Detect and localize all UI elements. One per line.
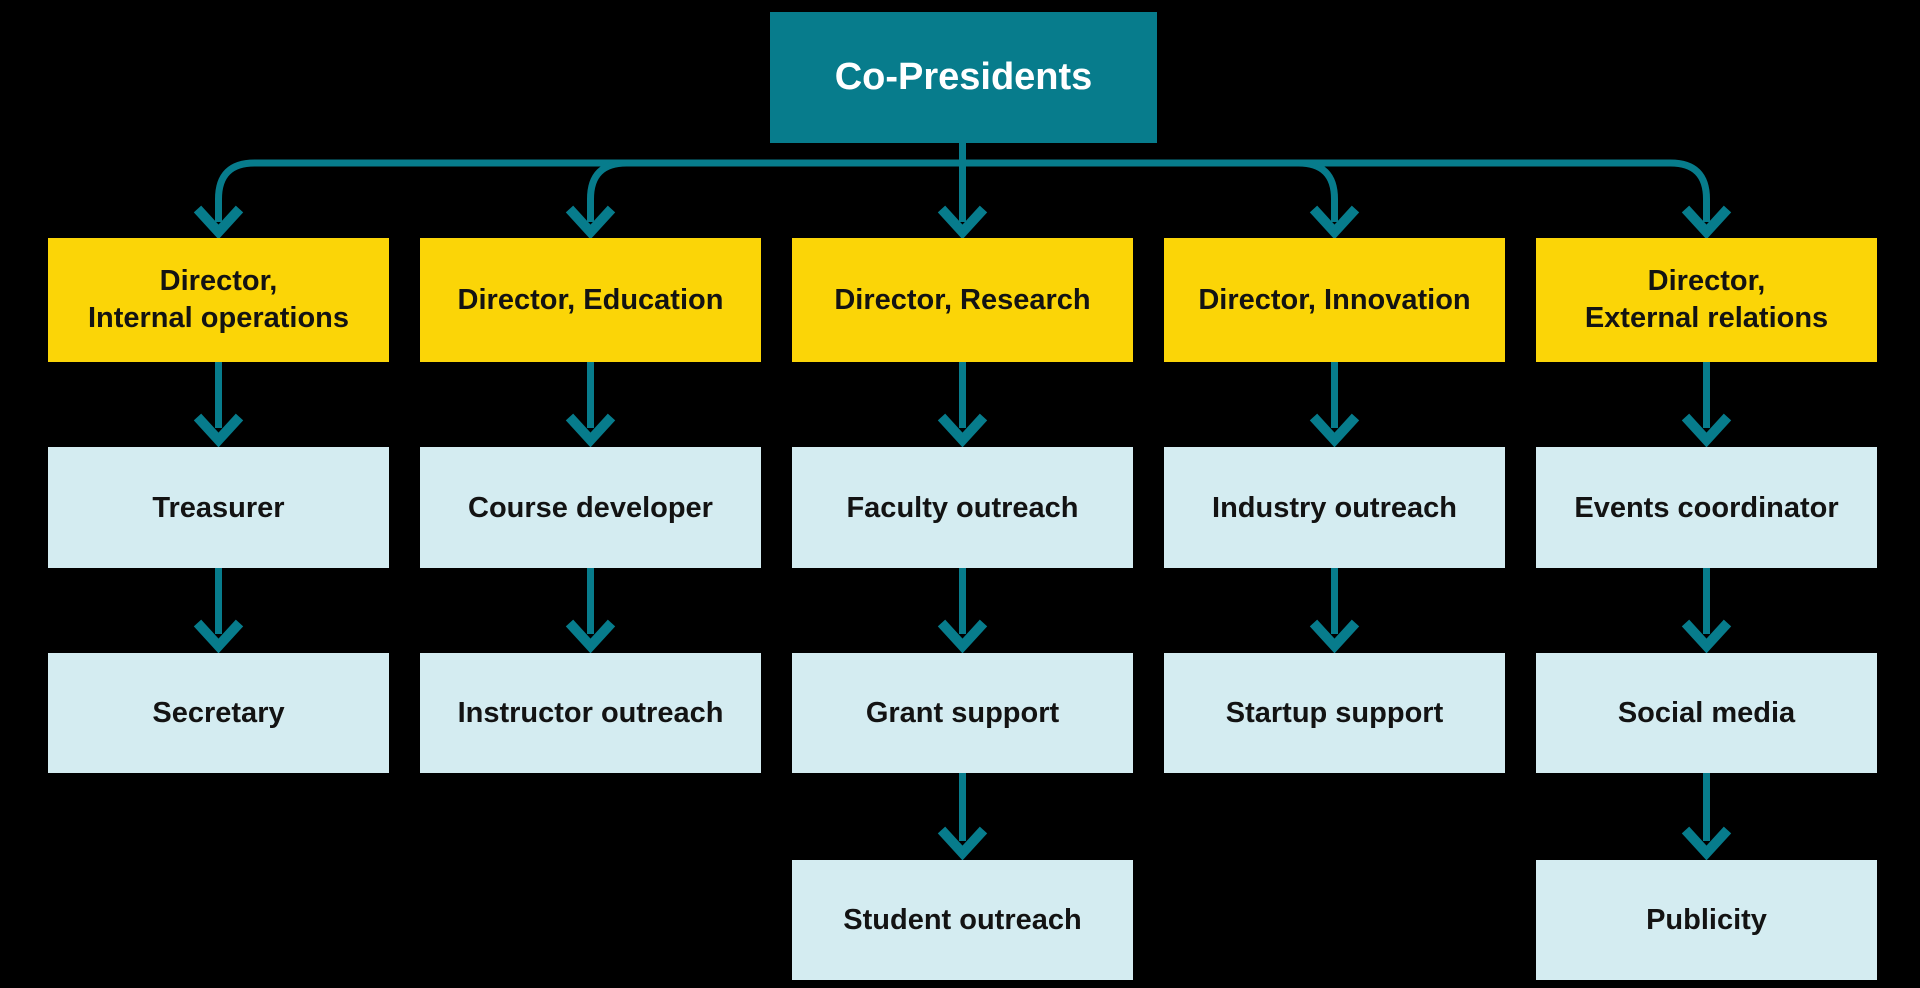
arrowhead-grant-support bbox=[937, 619, 988, 654]
node-director-research: Director, Research bbox=[792, 238, 1133, 362]
node-label-line-2: Internal operations bbox=[87, 302, 350, 334]
node-label: Student outreach bbox=[843, 904, 1082, 936]
node-startup-support: Startup support bbox=[1164, 653, 1505, 773]
node-label: Faculty outreach bbox=[846, 491, 1079, 524]
arrowhead-course-developer bbox=[565, 413, 616, 448]
node-social-media: Social media bbox=[1536, 653, 1877, 773]
arrowhead-startup-support bbox=[1309, 619, 1360, 654]
connector-root-to-innovation bbox=[962, 159, 1338, 222]
node-student-outreach: Student outreach bbox=[792, 860, 1133, 980]
arrowhead-instructor-outreach bbox=[565, 619, 616, 654]
node-publicity: Publicity bbox=[1536, 860, 1877, 980]
node-course-developer: Course developer bbox=[420, 447, 761, 568]
node-label: Course developer bbox=[468, 491, 713, 524]
node-label: Industry outreach bbox=[1212, 491, 1457, 524]
connector-root-to-internal-operations bbox=[215, 159, 963, 222]
arrowhead-director-2 bbox=[565, 205, 616, 240]
arrowhead-director-4 bbox=[1309, 205, 1360, 240]
arrowhead-director-3 bbox=[937, 205, 988, 240]
node-director-internal-operations: Director, Internal operations bbox=[48, 238, 389, 362]
arrowhead-faculty-outreach bbox=[937, 413, 988, 448]
connector-root-to-education bbox=[587, 159, 963, 222]
node-events-coordinator: Events coordinator bbox=[1536, 447, 1877, 568]
node-label: Events coordinator bbox=[1574, 491, 1839, 524]
arrowhead-student-outreach bbox=[937, 826, 988, 861]
node-label: Grant support bbox=[865, 697, 1060, 729]
arrowhead-events-coordinator bbox=[1681, 413, 1732, 448]
node-secretary: Secretary bbox=[48, 653, 389, 773]
arrowhead-industry-outreach bbox=[1309, 413, 1360, 448]
node-label: Secretary bbox=[152, 697, 285, 729]
node-label-line-1: Director, bbox=[159, 265, 278, 297]
arrowhead-publicity bbox=[1681, 826, 1732, 861]
node-label: Treasurer bbox=[152, 491, 285, 524]
node-industry-outreach: Industry outreach bbox=[1164, 447, 1505, 568]
node-label: Social media bbox=[1617, 697, 1796, 729]
node-label: Director, Education bbox=[457, 283, 724, 316]
node-director-external-relations: Director, External relations bbox=[1536, 238, 1877, 362]
arrowhead-treasurer bbox=[193, 413, 244, 448]
node-label: Co-Presidents bbox=[834, 56, 1093, 98]
arrowhead-social-media bbox=[1681, 619, 1732, 654]
node-faculty-outreach: Faculty outreach bbox=[792, 447, 1133, 568]
connector-root-to-external-relations bbox=[962, 159, 1710, 222]
arrowhead-director-1 bbox=[193, 205, 244, 240]
node-label: Startup support bbox=[1225, 697, 1444, 729]
node-director-education: Director, Education bbox=[420, 238, 761, 362]
node-label: Director, Research bbox=[834, 283, 1091, 316]
node-treasurer: Treasurer bbox=[48, 447, 389, 568]
node-co-presidents: Co-Presidents bbox=[770, 12, 1157, 143]
node-instructor-outreach: Instructor outreach bbox=[420, 653, 761, 773]
arrowhead-secretary bbox=[193, 619, 244, 654]
node-label: Director, Innovation bbox=[1198, 283, 1471, 316]
node-label-line-2: External relations bbox=[1584, 302, 1829, 334]
node-label-line-1: Director, bbox=[1647, 265, 1766, 297]
node-director-innovation: Director, Innovation bbox=[1164, 238, 1505, 362]
node-label: Publicity bbox=[1646, 904, 1767, 936]
node-grant-support: Grant support bbox=[792, 653, 1133, 773]
node-label: Instructor outreach bbox=[457, 697, 724, 729]
arrowhead-director-5 bbox=[1681, 205, 1732, 240]
